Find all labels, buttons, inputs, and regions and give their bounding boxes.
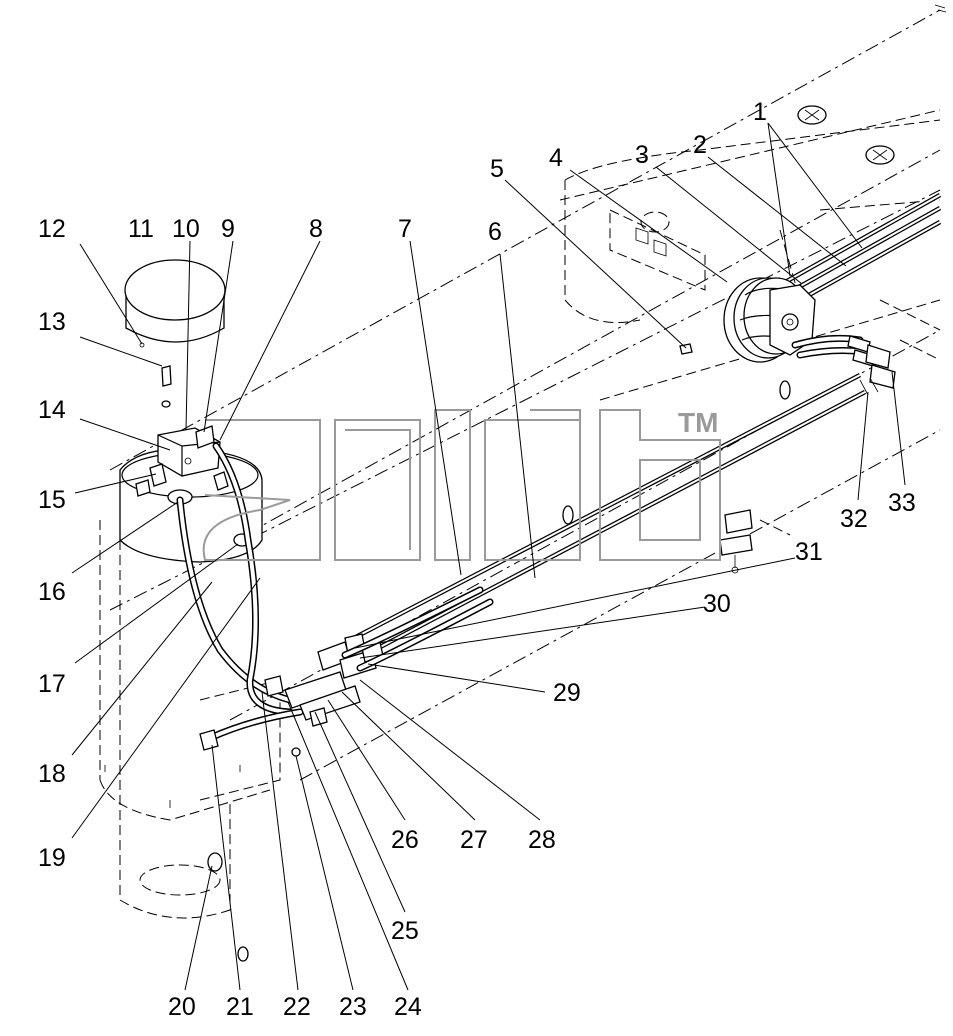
boom-hydraulic-lines <box>778 193 942 302</box>
hose-reel <box>723 277 816 363</box>
callout-33: 33 <box>888 489 916 517</box>
callout-17: 17 <box>38 670 66 698</box>
callout-20: 20 <box>168 993 196 1021</box>
return-hoses <box>176 442 304 751</box>
long-tubes <box>348 373 867 657</box>
valve-block-part-14 <box>149 425 251 547</box>
callout-7: 7 <box>398 215 412 243</box>
callout-29: 29 <box>553 679 581 707</box>
callout-6: 6 <box>488 218 502 246</box>
callout-5: 5 <box>490 155 504 183</box>
bolt-part-5 <box>679 343 693 355</box>
filter-cap-part-11 <box>124 259 226 408</box>
callout-24: 24 <box>394 993 422 1021</box>
callout-labels: 1 2 3 4 5 6 7 8 9 10 11 12 13 14 15 16 1… <box>38 98 916 1021</box>
callout-19: 19 <box>38 844 66 872</box>
callout-15: 15 <box>38 486 66 514</box>
callout-11: 11 <box>128 215 154 243</box>
callout-9: 9 <box>221 215 235 243</box>
callout-1: 1 <box>753 98 767 126</box>
callout-26: 26 <box>391 826 419 854</box>
mounting-bracket <box>719 509 791 574</box>
callout-28: 28 <box>528 826 556 854</box>
callout-18: 18 <box>38 760 66 788</box>
callout-31: 31 <box>795 538 823 566</box>
callout-25: 25 <box>391 917 419 945</box>
callout-8: 8 <box>309 215 323 243</box>
callout-12: 12 <box>38 215 66 243</box>
reel-hoses <box>791 299 941 396</box>
boom-top-plate-icons <box>797 4 947 165</box>
callout-16: 16 <box>38 578 66 606</box>
callout-13: 13 <box>38 308 66 336</box>
callout-3: 3 <box>635 141 649 169</box>
tube-clip <box>779 380 791 400</box>
callout-32: 32 <box>840 505 868 533</box>
fitting-cluster <box>264 586 494 757</box>
callout-2: 2 <box>693 131 707 159</box>
watermark: TM <box>202 407 721 561</box>
callout-22: 22 <box>283 993 311 1021</box>
watermark-trademark: TM <box>678 407 718 438</box>
callout-27: 27 <box>460 826 488 854</box>
callout-23: 23 <box>339 993 367 1021</box>
callout-14: 14 <box>38 396 66 424</box>
leader-lines <box>71 122 906 991</box>
callout-4: 4 <box>549 144 563 172</box>
callout-30: 30 <box>703 590 731 618</box>
callout-10: 10 <box>172 215 200 243</box>
o-rings <box>207 852 249 962</box>
callout-21: 21 <box>226 993 254 1021</box>
